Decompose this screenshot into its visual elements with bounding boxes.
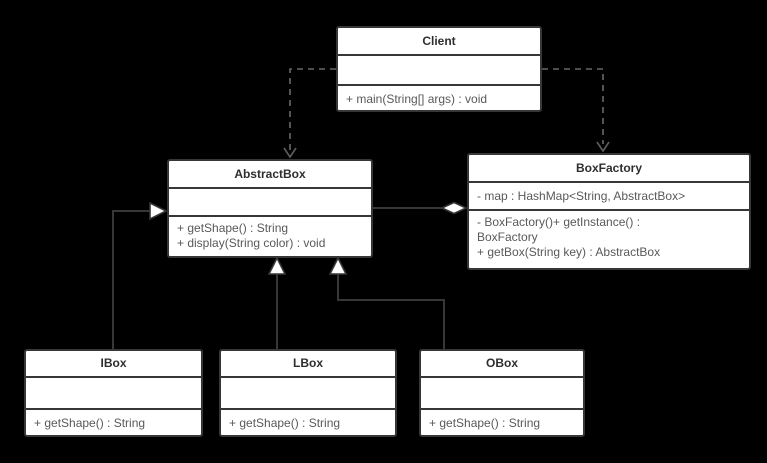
method-line: + getBox(String key) : AbstractBox xyxy=(477,245,661,259)
class-obox: OBox + getShape() : String xyxy=(419,349,585,437)
class-client-title: Client xyxy=(422,34,456,48)
class-lbox-methods: + getShape() : String xyxy=(221,408,395,437)
class-abstractbox-title: AbstractBox xyxy=(234,167,306,181)
class-obox-methods: + getShape() : String xyxy=(421,408,583,437)
class-abstractbox-methods: + getShape() : String + display(String c… xyxy=(169,215,371,258)
method-line: + getShape() : String xyxy=(34,416,146,430)
method-line: + getShape() : String xyxy=(429,416,541,430)
class-obox-title: OBox xyxy=(485,356,518,370)
generalization-edge-lbox-to-abstractbox xyxy=(267,256,287,349)
attribute-line: - map : HashMap<String, AbstractBox> xyxy=(477,188,686,203)
class-abstractbox-attributes xyxy=(169,187,371,215)
hollow-triangle-icon xyxy=(149,201,168,221)
method-line: + getShape() : String xyxy=(177,221,289,235)
hollow-diamond-icon xyxy=(440,201,468,215)
method-line: - BoxFactory()+ getInstance() : BoxFacto… xyxy=(477,215,641,244)
hollow-triangle-icon xyxy=(267,256,287,275)
open-arrowhead-icon xyxy=(596,141,610,153)
class-lbox: LBox + getShape() : String xyxy=(219,349,397,437)
hollow-triangle-icon xyxy=(328,256,348,275)
class-boxfactory-attributes: - map : HashMap<String, AbstractBox> xyxy=(469,181,749,209)
class-ibox: IBox + getShape() : String xyxy=(24,349,203,437)
class-client-attributes xyxy=(338,54,540,84)
class-ibox-title: IBox xyxy=(100,356,127,370)
dependency-edge-client-to-abstractbox xyxy=(283,68,336,159)
method-line: + display(String color) : void xyxy=(177,236,326,250)
class-ibox-attributes xyxy=(26,376,201,408)
class-abstractbox: AbstractBox + getShape() : String + disp… xyxy=(167,159,373,258)
dependency-edge-client-to-boxfactory xyxy=(542,68,610,153)
generalization-edge-obox-to-abstractbox xyxy=(328,256,445,349)
method-line: + getShape() : String xyxy=(229,416,341,430)
class-lbox-title: LBox xyxy=(293,356,323,370)
class-ibox-methods: + getShape() : String xyxy=(26,408,201,437)
class-obox-attributes xyxy=(421,376,583,408)
aggregation-edge-abstractbox-boxfactory xyxy=(373,201,468,215)
class-client: Client + main(String[] args) : void xyxy=(336,26,542,112)
class-boxfactory-title: BoxFactory xyxy=(575,161,643,175)
class-client-methods: + main(String[] args) : void xyxy=(338,84,540,112)
generalization-edge-ibox-to-abstractbox xyxy=(112,201,168,349)
class-lbox-attributes xyxy=(221,376,395,408)
class-boxfactory: BoxFactory - map : HashMap<String, Abstr… xyxy=(467,153,751,270)
open-arrowhead-icon xyxy=(283,147,297,159)
method-line: + main(String[] args) : void xyxy=(346,91,488,106)
class-boxfactory-methods: - BoxFactory()+ getInstance() : BoxFacto… xyxy=(469,209,749,268)
